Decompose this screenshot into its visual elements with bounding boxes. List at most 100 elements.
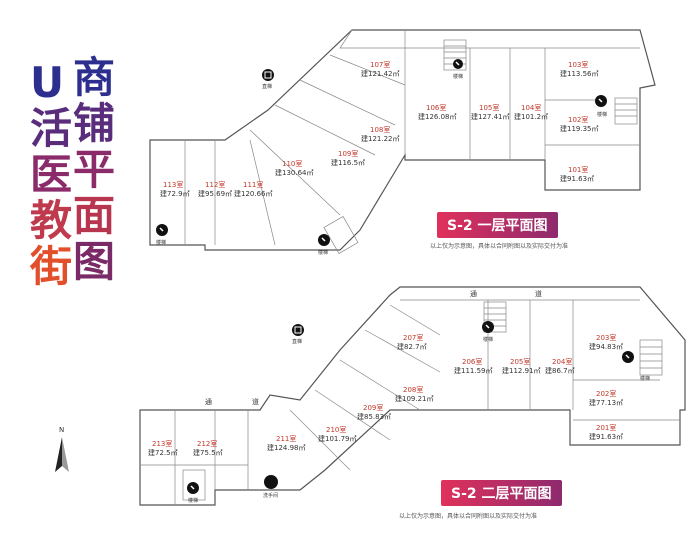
- title-char: 图: [73, 237, 116, 286]
- title-char: 面: [73, 191, 116, 240]
- svg-text:104室: 104室: [521, 103, 541, 112]
- svg-text:建91.63㎡: 建91.63㎡: [589, 432, 623, 441]
- corridor-label: 道: [535, 289, 542, 298]
- corridor-label: 通: [205, 397, 212, 406]
- stair-label: 楼梯: [453, 73, 463, 80]
- svg-text:建124.98㎡: 建124.98㎡: [267, 443, 306, 452]
- svg-text:111室: 111室: [243, 180, 263, 189]
- svg-text:201室: 201室: [596, 423, 616, 432]
- stair-label: 楼梯: [483, 336, 493, 343]
- corridor-label: 通: [470, 289, 477, 298]
- corridor-label: 道: [252, 397, 259, 406]
- svg-text:112室: 112室: [205, 180, 225, 189]
- svg-text:206室: 206室: [462, 357, 482, 366]
- svg-text:208室: 208室: [403, 385, 423, 394]
- svg-text:建72.9㎡: 建72.9㎡: [160, 189, 190, 198]
- svg-text:109室: 109室: [338, 149, 358, 158]
- title-left-column: U 活 医 教 街: [30, 60, 72, 290]
- stair-label: 楼梯: [188, 497, 198, 504]
- title-right-column: 商 铺 平 面 图: [73, 55, 115, 285]
- svg-text:建77.13㎡: 建77.13㎡: [589, 398, 623, 407]
- floor2-note: 以上仅为示意图，具体以合同附图以及实际交付为准: [399, 513, 538, 520]
- floor2-title-badge: S-2 二层平面图: [441, 480, 562, 506]
- svg-text:209室: 209室: [363, 403, 383, 412]
- title-char: 医: [30, 150, 73, 199]
- elevator-label: 直梯: [292, 338, 302, 345]
- floor1-note: 以上仅为示意图，具体以合同附图以及实际交付为准: [430, 243, 569, 250]
- svg-text:213室: 213室: [152, 439, 172, 448]
- stair-label: 楼梯: [640, 375, 650, 382]
- svg-text:103室: 103室: [568, 60, 588, 69]
- svg-text:建120.66㎡: 建120.66㎡: [234, 189, 273, 198]
- title-char: U: [30, 58, 65, 107]
- svg-text:113室: 113室: [163, 180, 183, 189]
- svg-text:106室: 106室: [426, 103, 446, 112]
- elevator-label: 直梯: [262, 83, 272, 90]
- svg-text:203室: 203室: [596, 333, 616, 342]
- svg-text:202室: 202室: [596, 389, 616, 398]
- svg-text:建82.7㎡: 建82.7㎡: [397, 342, 427, 351]
- svg-text:建86.7㎡: 建86.7㎡: [545, 366, 575, 375]
- title-char: 平: [73, 145, 116, 194]
- svg-text:205室: 205室: [510, 357, 530, 366]
- svg-text:101室: 101室: [568, 165, 588, 174]
- svg-text:建121.22㎡: 建121.22㎡: [361, 134, 400, 143]
- svg-text:212室: 212室: [197, 439, 217, 448]
- washroom-icon: [264, 475, 278, 489]
- svg-text:建91.63㎡: 建91.63㎡: [560, 174, 594, 183]
- svg-text:211室: 211室: [276, 434, 296, 443]
- elevator-icon: [262, 69, 274, 81]
- svg-text:建111.59㎡: 建111.59㎡: [454, 366, 493, 375]
- svg-text:建109.21㎡: 建109.21㎡: [395, 394, 434, 403]
- svg-text:207室: 207室: [403, 333, 423, 342]
- title-char: 活: [30, 104, 73, 153]
- svg-text:建127.41㎡: 建127.41㎡: [471, 112, 510, 121]
- compass: N: [55, 426, 69, 472]
- svg-text:110室: 110室: [282, 159, 302, 168]
- svg-text:建126.08㎡: 建126.08㎡: [418, 112, 457, 121]
- stair-label: 楼梯: [597, 111, 607, 118]
- stair-label: 楼梯: [156, 239, 166, 246]
- title-char: 教: [30, 196, 73, 245]
- svg-text:107室: 107室: [370, 60, 390, 69]
- svg-text:108室: 108室: [370, 125, 390, 134]
- svg-text:建101.2㎡: 建101.2㎡: [514, 112, 548, 121]
- title-char: 铺: [73, 99, 116, 148]
- svg-text:建85.83㎡: 建85.83㎡: [357, 412, 391, 421]
- floor1-title-badge: S-2 一层平面图: [437, 212, 558, 238]
- svg-text:建116.5㎡: 建116.5㎡: [331, 158, 365, 167]
- svg-text:建75.5㎡: 建75.5㎡: [193, 448, 223, 457]
- title-char: 街: [30, 242, 73, 291]
- svg-text:建94.83㎡: 建94.83㎡: [589, 342, 623, 351]
- svg-text:建130.64㎡: 建130.64㎡: [275, 168, 314, 177]
